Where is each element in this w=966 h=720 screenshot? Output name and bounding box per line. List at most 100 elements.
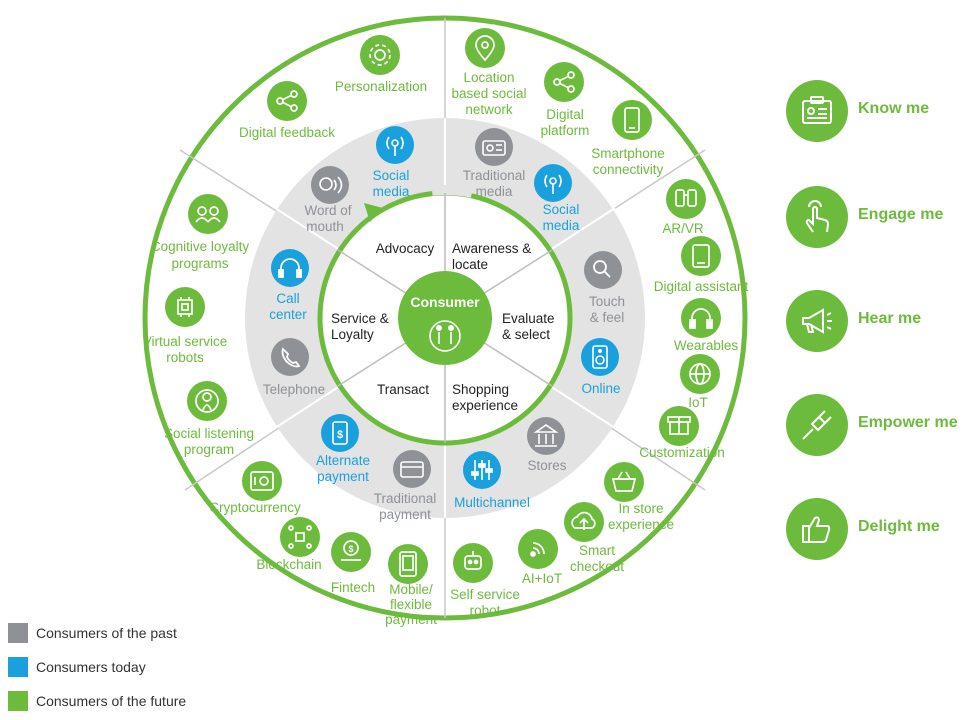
social-media-right-item: Social media <box>534 164 580 233</box>
stage-awareness-2: locate <box>452 257 488 272</box>
label-touch-feel-2: & feel <box>590 310 625 325</box>
network-nodes-icon <box>288 525 312 549</box>
label-mobile-payment-2: flexible <box>390 597 432 612</box>
vr-headset-icon <box>675 189 697 207</box>
label-iot: IoT <box>688 395 708 410</box>
label-smartphone-2: connectivity <box>593 162 664 177</box>
side-label: Empower me <box>858 414 958 431</box>
label-social-listening-1: Social listening <box>164 426 254 441</box>
megaphone-icon <box>786 290 848 352</box>
online-item: Online <box>581 338 621 396</box>
legend-item-future: Consumers of the future <box>8 691 268 713</box>
broadcast-icon <box>544 174 562 194</box>
radio-icon <box>482 140 506 156</box>
center-circle <box>398 271 492 365</box>
label-social-media-right-1: Social <box>543 202 580 217</box>
plug-icon <box>786 394 848 456</box>
digital-feedback-item <box>267 81 307 121</box>
globe-icon <box>689 363 711 385</box>
telephone-item: Telephone <box>263 338 325 397</box>
label-traditional-media-2: media <box>476 184 513 199</box>
legend-item-today: Consumers today <box>8 657 268 679</box>
side-label: Hear me <box>858 310 922 327</box>
label-aiiot: AI+IoT <box>522 571 562 586</box>
multichannel-item: Multichannel <box>454 451 530 510</box>
legend-swatch <box>8 691 28 711</box>
legend-label: Consumers today <box>36 659 146 675</box>
traditional-payment-item: Traditional payment <box>374 450 436 522</box>
signal-icon <box>530 542 545 557</box>
side-item-empower-me: Empower me <box>786 394 966 456</box>
headset-icon <box>278 258 302 278</box>
users-group-icon <box>195 206 221 223</box>
label-virtual-robots-1: Virtual service <box>143 334 228 349</box>
tablet-icon <box>692 244 710 268</box>
legend-swatch <box>8 623 28 643</box>
label-self-service-1: Self service <box>450 587 520 602</box>
label-blockchain: Blockchain <box>256 557 321 572</box>
label-social-media-left-1: Social <box>373 168 410 183</box>
svg-text:$: $ <box>348 544 353 554</box>
safe-icon <box>250 471 274 491</box>
side-item-delight-me: Delight me <box>786 498 966 560</box>
credit-card-icon <box>400 461 424 478</box>
stage-awareness-1: Awareness & <box>452 241 531 256</box>
label-stores: Stores <box>527 458 566 473</box>
label-social-media-right-2: media <box>543 218 580 233</box>
label-digital-platform-1: Digital <box>546 107 584 122</box>
side-label: Engage me <box>858 206 944 223</box>
side-label: Delight me <box>858 518 940 535</box>
instore-item <box>604 462 644 502</box>
wearables-item <box>681 298 721 338</box>
legend-item-past: Consumers of the past <box>8 623 268 645</box>
label-digital-assistant: Digital assistant <box>654 279 749 294</box>
side-item-engage-me: Engage me <box>786 186 966 248</box>
label-call-center-1: Call <box>276 291 299 306</box>
legend-swatch <box>8 657 28 677</box>
smartphone-item <box>612 100 652 140</box>
social-listening-item <box>187 381 227 421</box>
label-smart-checkout-2: checkout <box>570 559 624 574</box>
label-mobile-payment-1: Mobile/ <box>389 582 433 597</box>
stores-item: Stores <box>527 417 567 473</box>
talking-head-icon <box>319 176 343 194</box>
cognitive-item <box>188 194 228 234</box>
label-location-3: network <box>465 102 513 117</box>
alternate-payment-item: $ Alternate payment <box>316 414 370 484</box>
label-instore-1: In store <box>618 501 663 516</box>
arrow-head <box>364 203 383 222</box>
robot-icon <box>464 551 482 570</box>
stage-advocacy: Advocacy <box>376 241 435 256</box>
traditional-media-item: Traditional media <box>463 128 525 199</box>
sliders-icon <box>471 460 493 480</box>
side-item-hear-me: Hear me <box>786 290 966 352</box>
map-pin-icon <box>475 35 495 62</box>
broadcast-icon <box>386 136 404 156</box>
label-crypto: Cryptocurrency <box>209 500 301 515</box>
gear-icon <box>369 44 391 66</box>
ring-gap <box>312 185 578 451</box>
cloud-upload-icon <box>571 511 596 530</box>
label-smart-checkout-1: Smart <box>579 543 615 558</box>
label-wearables: Wearables <box>674 338 739 353</box>
crypto-item <box>242 461 282 501</box>
magnifier-icon <box>593 260 611 278</box>
touch-hand-icon <box>786 186 848 248</box>
label-touch-feel-1: Touch <box>589 294 625 309</box>
legend-label: Consumers of the future <box>36 693 187 709</box>
label-digital-platform-2: platform <box>541 123 590 138</box>
location-item <box>465 28 505 68</box>
aiiot-item <box>518 529 558 569</box>
center-title: Consumer <box>410 294 480 310</box>
social-media-left-item: Social media <box>373 126 414 199</box>
label-mobile-payment-3: payment <box>385 612 437 627</box>
label-online: Online <box>581 381 620 396</box>
label-cognitive-2: programs <box>171 256 228 271</box>
consumer-wheel-diagram: Consumer Advocacy Awareness & locate Eva… <box>142 15 749 627</box>
label-telephone: Telephone <box>263 382 325 397</box>
label-location-1: Location <box>463 70 514 85</box>
speaker-device-icon <box>592 345 608 369</box>
label-customization: Customization <box>639 445 725 460</box>
label-social-listening-2: program <box>184 442 234 457</box>
digital-assistant-item <box>681 236 721 276</box>
